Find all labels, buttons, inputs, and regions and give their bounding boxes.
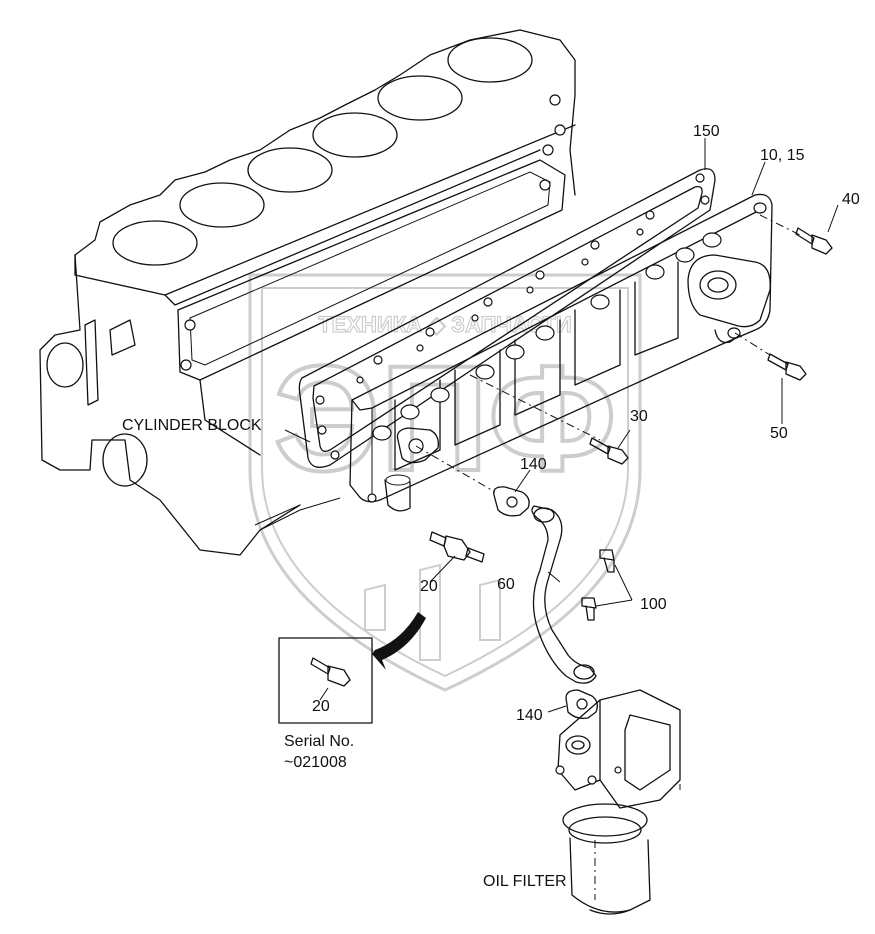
oil-filter-assembly	[555, 689, 681, 915]
label-140-top: 140	[520, 456, 547, 473]
serial-inset	[278, 612, 426, 724]
label-140-bottom: 140	[516, 707, 543, 724]
bolts-100	[581, 549, 615, 621]
label-100: 100	[640, 596, 667, 613]
label-serial-no: Serial No.	[284, 733, 354, 750]
gasket-bolt-holes	[315, 173, 710, 460]
label-serial-range: ~021008	[284, 754, 347, 771]
label-40: 40	[842, 191, 860, 208]
gasket-150	[298, 168, 716, 468]
inset-frame	[278, 637, 373, 724]
bolt-40	[795, 227, 833, 255]
label-cylinder-block: CYLINDER BLOCK	[122, 417, 262, 434]
bolt-50	[767, 353, 807, 381]
watermark: ТЕХНИКА ◆ ЗАПЧАСТИ ЭПФ	[248, 273, 642, 692]
watermark-text: ТЕХНИКА ◆ ЗАПЧАСТИ	[318, 312, 572, 337]
inset-arrow	[372, 612, 426, 670]
oil-pipe-60	[531, 505, 597, 684]
cylinder-block	[39, 29, 576, 556]
label-10-15: 10, 15	[760, 147, 805, 164]
label-150: 150	[693, 123, 720, 140]
label-oil-filter: OIL FILTER	[483, 873, 567, 890]
label-20-inset: 20	[312, 698, 330, 715]
label-50: 50	[770, 425, 788, 442]
oil-cooler	[349, 193, 801, 512]
watermark-shield	[248, 273, 642, 692]
gasket-140-bottom	[565, 689, 598, 720]
inset-bolt	[310, 657, 351, 687]
callout-labels: 150 10, 15 40 50 30 140 20 60 100 140 20…	[122, 123, 860, 890]
cooler-bosses	[372, 202, 767, 441]
watermark-logo: ЭПФ	[274, 334, 617, 502]
leader-lines	[284, 138, 839, 713]
label-30: 30	[630, 408, 648, 425]
label-60: 60	[497, 576, 515, 593]
gasket-140-top	[493, 486, 530, 517]
union-bolt-20	[429, 531, 485, 563]
label-20-main: 20	[420, 578, 438, 595]
bolt-30	[589, 437, 629, 465]
